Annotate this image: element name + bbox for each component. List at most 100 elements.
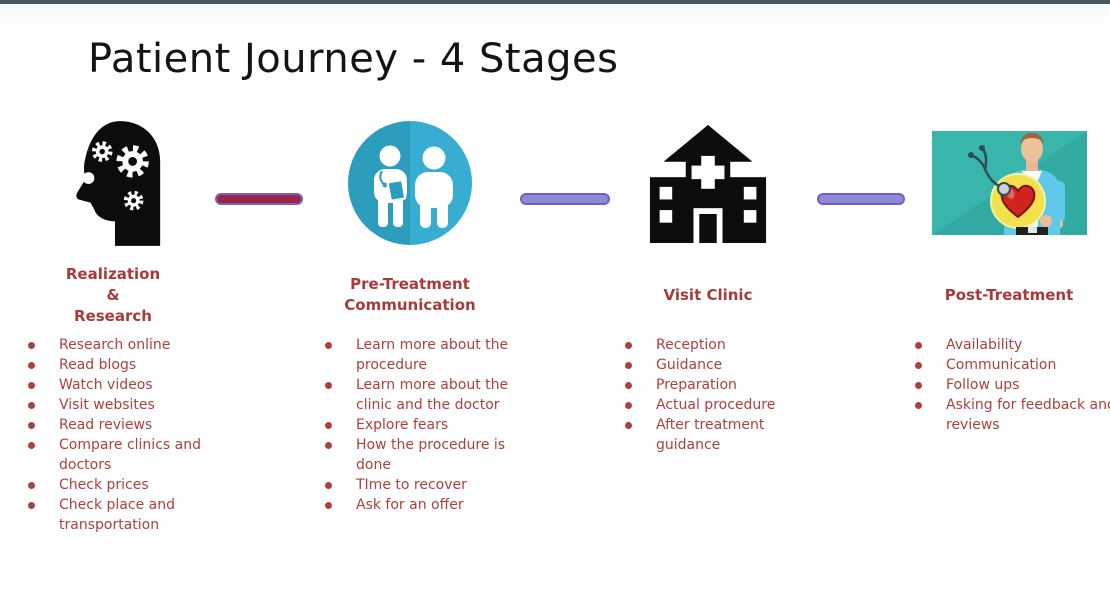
head-gears-icon — [76, 121, 161, 246]
bullet-item: Read blogs — [28, 355, 220, 375]
bullet-item: Read reviews — [28, 415, 220, 435]
bullet-item: After treatment guidance — [625, 415, 816, 455]
bullet-dot — [625, 341, 632, 349]
bullet-item: Learn more about the procedure — [325, 335, 520, 375]
bullet-text: Ask for an offer — [356, 497, 464, 513]
stage-title-line: Research — [74, 306, 152, 325]
bullet-text: Read blogs — [59, 357, 137, 373]
bullet-text: Learn more about the procedure — [356, 337, 509, 373]
bullet-dot — [28, 501, 35, 509]
bullet-dot — [915, 341, 922, 349]
stage-title-line: & — [106, 285, 120, 304]
bullet-dot — [325, 481, 332, 489]
bullet-item: Reception — [625, 335, 816, 355]
bullet-dot — [325, 381, 332, 389]
bullet-dot — [625, 421, 632, 429]
bullet-dot — [625, 361, 632, 369]
bullet-dot — [28, 481, 35, 489]
stage-title: Realization & Research — [6, 263, 220, 327]
bullet-dot — [915, 381, 922, 389]
bullet-dot — [325, 421, 332, 429]
bullet-item: TIme to recover — [325, 475, 520, 495]
slide-top-tint — [0, 4, 1110, 28]
bullet-dot — [28, 361, 35, 369]
bullet-item: Check prices — [28, 475, 220, 495]
bullet-item: Communication — [915, 355, 1110, 375]
bullet-dot — [325, 501, 332, 509]
bullet-text: TIme to recover — [356, 477, 467, 493]
bullet-item: Availability — [915, 335, 1110, 355]
bullet-text: Preparation — [656, 377, 737, 393]
bullet-dot — [28, 421, 35, 429]
bullet-item: Guidance — [625, 355, 816, 375]
hospital-icon — [649, 124, 767, 243]
bullet-dot — [28, 341, 35, 349]
bullet-item: Preparation — [625, 375, 816, 395]
bullet-text: Watch videos — [59, 377, 153, 393]
bullet-dot — [28, 441, 35, 449]
stage-title: Visit Clinic — [600, 263, 816, 327]
stage-title: Post-Treatment — [890, 263, 1110, 327]
bullet-dot — [325, 441, 332, 449]
bullet-item: How the procedure is done — [325, 435, 520, 475]
stage-title-line: Pre-Treatment — [350, 275, 470, 293]
bullet-item: Follow ups — [915, 375, 1110, 395]
stage-connector-1 — [215, 193, 303, 205]
bullet-text: Check prices — [59, 477, 149, 493]
bullet-item: Visit websites — [28, 395, 220, 415]
bullet-item: Ask for an offer — [325, 495, 520, 515]
bullet-dot — [325, 341, 332, 349]
bullet-text: Read reviews — [59, 417, 153, 433]
stage-title-line: Visit Clinic — [663, 285, 753, 304]
bullet-text: Actual procedure — [656, 397, 776, 413]
stage-title-line: Communication — [344, 296, 476, 314]
stage-title-line: Realization — [65, 264, 161, 283]
bullet-text: How the procedure is done — [356, 437, 506, 473]
bullet-text: Learn more about the clinic and the doct… — [356, 377, 509, 413]
bullet-item: Learn more about the clinic and the doct… — [325, 375, 520, 415]
bullet-text: Follow ups — [946, 377, 1020, 393]
bullet-text: Research online — [59, 337, 171, 353]
bullet-dot — [28, 401, 35, 409]
bullet-text: Explore fears — [356, 417, 449, 433]
bullet-item: Compare clinics and doctors — [28, 435, 220, 475]
bullet-text: Availability — [946, 337, 1023, 353]
bullet-dot — [625, 381, 632, 389]
heart-care-icon — [931, 131, 1087, 235]
doctor-patient-icon — [348, 121, 472, 245]
stage-connector-3 — [817, 193, 905, 205]
bullet-text: Reception — [656, 337, 726, 353]
bullet-text: Guidance — [656, 357, 723, 373]
bullet-item: Asking for feedback and reviews — [915, 395, 1110, 435]
bullet-item: Research online — [28, 335, 220, 355]
bullet-item: Watch videos — [28, 375, 220, 395]
head-gears-icon-box — [6, 113, 220, 253]
bullet-text: Check place and transportation — [59, 497, 175, 533]
bullet-dot — [28, 381, 35, 389]
bullet-dot — [915, 401, 922, 409]
bullet-dot — [915, 361, 922, 369]
bullet-text: Asking for feedback and reviews — [946, 397, 1110, 433]
doctor-patient-icon-box — [300, 113, 520, 253]
stage-connector-2 — [520, 193, 610, 205]
bullet-item: Check place and transportation — [28, 495, 220, 535]
bullet-text: After treatment guidance — [656, 417, 765, 453]
slide-top-border — [0, 0, 1110, 4]
bullet-item: Explore fears — [325, 415, 520, 435]
bullet-text: Communication — [946, 357, 1057, 373]
bullet-dot — [625, 401, 632, 409]
hospital-icon-box — [600, 113, 816, 253]
bullet-item: Actual procedure — [625, 395, 816, 415]
bullet-text: Visit websites — [59, 397, 155, 413]
heart-care-icon-box — [890, 113, 1110, 253]
page-title: Patient Journey - 4 Stages — [88, 36, 619, 82]
bullet-text: Compare clinics and doctors — [59, 437, 201, 473]
stage-title-line: Post-Treatment — [944, 285, 1074, 304]
